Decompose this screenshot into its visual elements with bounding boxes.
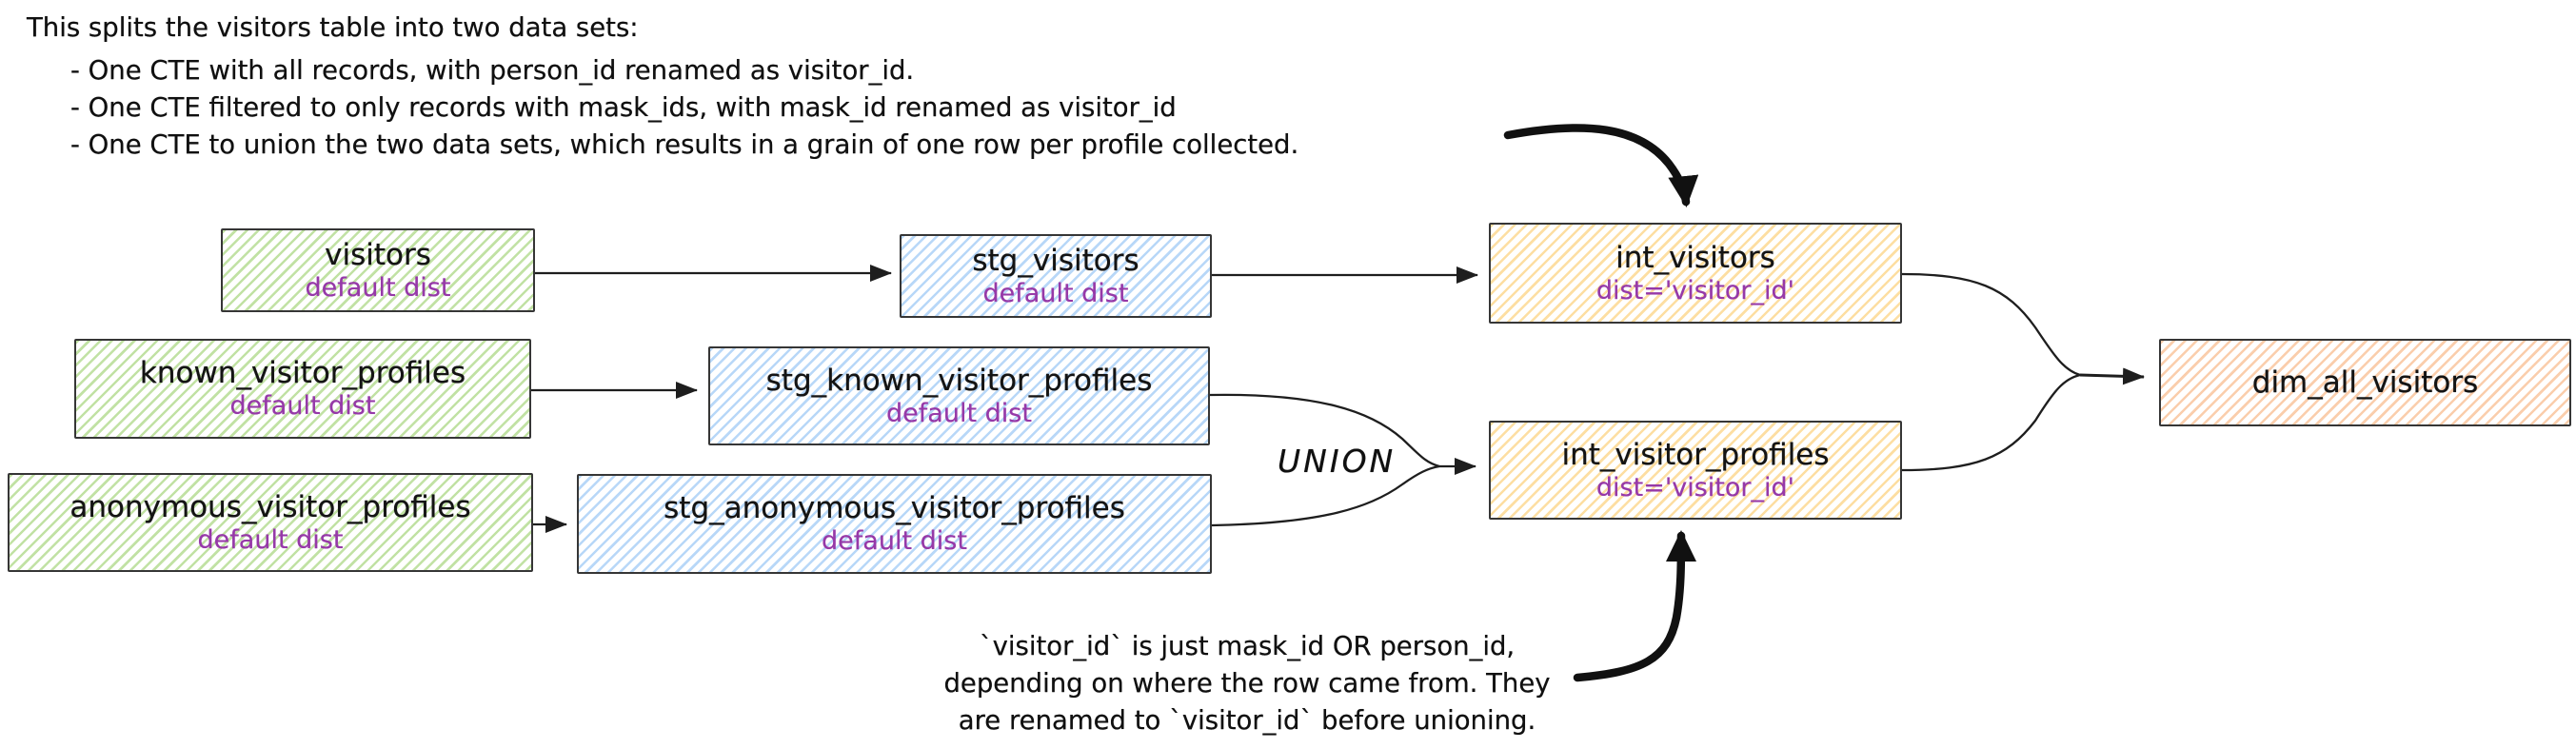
wire-stg-anonymous-to-union[interactable] <box>1211 464 1440 527</box>
node-int-visitor-profiles[interactable]: int_visitor_profiles dist='visitor_id' <box>1489 421 1902 520</box>
node-stg-anonymous-visitor-profiles[interactable]: stg_anonymous_visitor_profiles default d… <box>577 474 1212 574</box>
node-dist-label: default dist <box>822 526 967 556</box>
node-title: int_visitors <box>1615 240 1775 275</box>
bottom-note-line: are renamed to `visitor_id` before union… <box>958 705 1536 736</box>
wire-stg-known-to-union[interactable] <box>1209 393 1440 468</box>
top-note-bullet: - One CTE with all records, with person_… <box>70 55 915 86</box>
arrow-bottom-note-to-int-visitor-profiles[interactable] <box>1573 530 1696 682</box>
node-title: int_visitor_profiles <box>1561 437 1830 472</box>
node-title: dim_all_visitors <box>2251 365 2479 400</box>
node-dim-all-visitors[interactable]: dim_all_visitors <box>2159 339 2571 426</box>
node-known-visitor-profiles[interactable]: known_visitor_profiles default dist <box>74 339 531 439</box>
node-title: stg_visitors <box>972 243 1139 278</box>
top-note-heading: This splits the visitors table into two … <box>27 12 639 43</box>
top-note[interactable]: This splits the visitors table into two … <box>27 10 1298 164</box>
node-dist-label: dist='visitor_id' <box>1595 472 1795 503</box>
node-anonymous-visitor-profiles[interactable]: anonymous_visitor_profiles default dist <box>8 473 533 572</box>
node-dist-label: default dist <box>305 272 451 303</box>
wire-int-visitors-to-merge[interactable] <box>1901 272 2081 377</box>
node-dist-label: default dist <box>886 398 1032 428</box>
node-dist-label: default dist <box>229 391 376 421</box>
union-label[interactable]: UNION <box>1278 443 1397 480</box>
node-title: anonymous_visitor_profiles <box>69 489 471 524</box>
bottom-note-line: depending on where the row came from. Th… <box>943 668 1551 699</box>
node-title: stg_anonymous_visitor_profiles <box>664 491 1125 525</box>
bottom-note-line: `visitor_id` is just mask_id OR person_i… <box>979 631 1516 661</box>
node-int-visitors[interactable]: int_visitors dist='visitor_id' <box>1489 223 1902 324</box>
bottom-note[interactable]: `visitor_id` is just mask_id OR person_i… <box>909 628 1585 739</box>
node-stg-known-visitor-profiles[interactable]: stg_known_visitor_profiles default dist <box>708 346 1210 445</box>
node-title: stg_known_visitor_profiles <box>765 363 1153 398</box>
node-visitors[interactable]: visitors default dist <box>221 228 535 312</box>
top-note-bullet: - One CTE filtered to only records with … <box>70 92 1177 123</box>
arrow-top-note-to-int-visitors[interactable] <box>1503 124 1699 207</box>
node-title: known_visitor_profiles <box>139 356 466 390</box>
node-dist-label: default dist <box>982 278 1129 308</box>
wire-int-visitor-profiles-to-merge[interactable] <box>1901 373 2081 472</box>
node-dist-label: default dist <box>197 524 344 555</box>
top-note-bullet: - One CTE to union the two data sets, wh… <box>70 129 1299 160</box>
node-dist-label: dist='visitor_id' <box>1595 275 1795 306</box>
node-stg-visitors[interactable]: stg_visitors default dist <box>900 234 1212 318</box>
node-title: visitors <box>325 237 431 272</box>
arrow-merge-to-dim-all-visitors[interactable] <box>2079 367 2145 385</box>
